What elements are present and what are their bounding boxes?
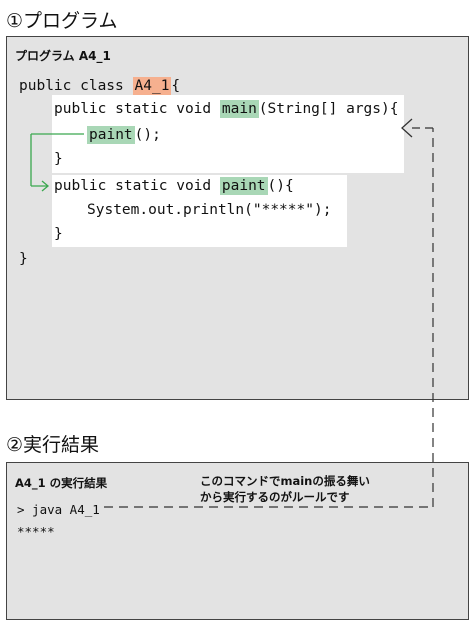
paint-close-brace: }: [54, 226, 63, 242]
paint-name-highlight: paint: [219, 177, 268, 195]
paint-call-line: paint();: [87, 126, 161, 144]
main-close-brace: }: [54, 151, 63, 167]
command-line: > java A4_1: [17, 502, 100, 517]
output-line: *****: [17, 524, 55, 539]
println-line: System.out.println("*****");: [87, 202, 332, 218]
result-title: A4_1 の実行結果: [15, 476, 108, 490]
class-declaration-line: public class A4_1{: [19, 77, 181, 95]
call-arrow: [30, 133, 84, 192]
main-declaration-line: public static void main(String[] args){: [54, 100, 399, 118]
class-close-brace: }: [19, 251, 28, 267]
paint-method-block: [52, 175, 347, 247]
paint-call-highlight: paint: [87, 126, 135, 144]
main-name-highlight: main: [219, 100, 259, 118]
program-panel: プログラム A4_1 public class A4_1{ public sta…: [6, 36, 469, 400]
entry-dashed-arrow: [104, 118, 434, 508]
program-title: プログラム A4_1: [15, 49, 111, 63]
class-name-highlight: A4_1: [132, 77, 172, 95]
result-panel: A4_1 の実行結果 > java A4_1 ***** このコマンドでmain…: [6, 462, 469, 620]
note-line-1: このコマンドでmainの振る舞い: [200, 474, 370, 488]
section-1-heading: ①プログラム: [6, 10, 118, 32]
note-text: このコマンドでmainの振る舞い から実行するのがルールです: [200, 473, 370, 505]
section-2-heading: ②実行結果: [6, 434, 100, 456]
note-line-2: から実行するのがルールです: [200, 490, 350, 504]
paint-declaration-line: public static void paint(){: [54, 177, 294, 195]
